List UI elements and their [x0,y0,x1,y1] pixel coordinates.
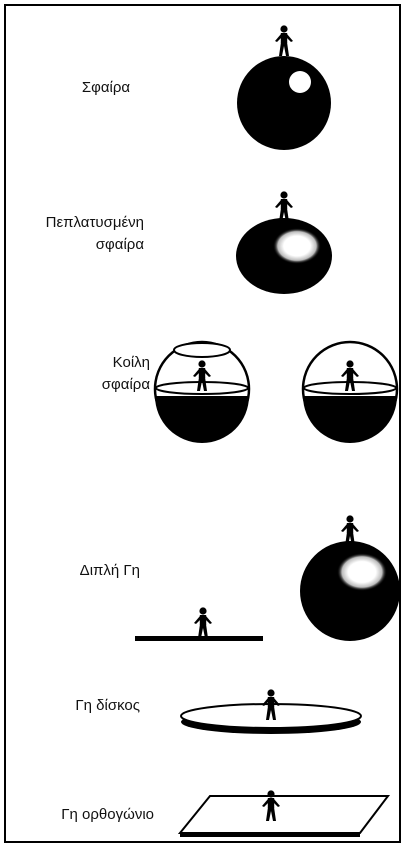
sphere-model [237,25,331,150]
human-figure-icon [194,607,212,638]
rectangle-earth-model [180,790,388,837]
flattened-sphere-model [236,191,332,294]
human-figure-icon [275,25,293,56]
hollow-sphere-model-left [155,342,249,443]
human-figure-icon [275,191,293,222]
double-earth-model [135,515,400,641]
hollow-sphere-model-right [303,342,397,443]
disc-earth-model [181,689,361,734]
